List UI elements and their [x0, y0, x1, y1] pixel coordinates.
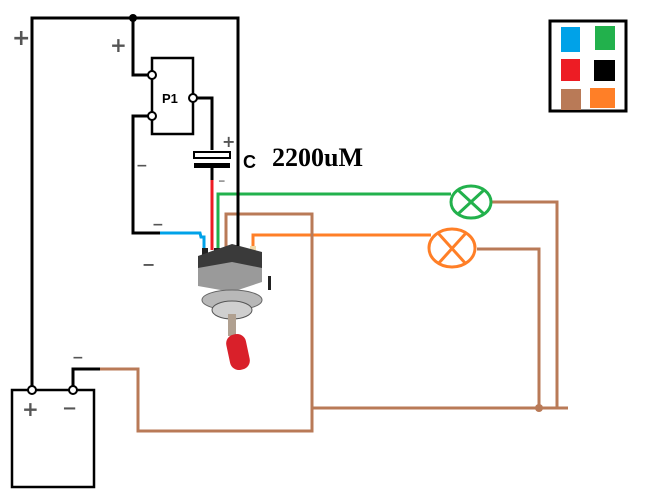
junction-dot: [129, 14, 137, 22]
switch-stem: [228, 314, 236, 336]
battery-minus-black: [71, 367, 100, 388]
green-wire: [216, 192, 451, 250]
legend-swatch-green: [595, 26, 615, 50]
battery-plus-terminal: [27, 385, 37, 395]
battery-minus-terminal: [68, 385, 78, 395]
tick-mark: [268, 276, 271, 290]
p1-wiper-wire: [197, 96, 214, 150]
legend-swatch-orange: [590, 88, 615, 108]
top-left-plus-sign: +: [12, 26, 30, 51]
battery-plus-sign: +: [22, 397, 39, 421]
brown-switch-wire: [224, 212, 568, 410]
colored-wires: [100, 180, 568, 433]
black-wires: [30, 16, 240, 388]
blue-wire: [160, 231, 206, 252]
capacitor: + − C 2200uM: [193, 132, 363, 187]
rail-plus-sign: +: [110, 33, 127, 57]
p1-bottom-wire: [131, 114, 160, 235]
capacitor-plate-negative: [194, 163, 230, 168]
battery: + −: [10, 385, 96, 489]
orange-lamp: [427, 227, 477, 269]
capacitor-plate-positive: [193, 151, 231, 159]
battery-wire-minus-sign: −: [72, 350, 84, 366]
legend-swatch-blue: [561, 27, 580, 52]
brown-orange-lamp-return: [477, 247, 541, 408]
capacitor-plus-sign: +: [222, 132, 235, 151]
p1-terminal-bottom: [147, 111, 157, 121]
toggle-switch[interactable]: [198, 244, 263, 372]
capacitor-label: C: [243, 152, 256, 172]
capacitor-minus-sign: −: [218, 177, 226, 187]
p1-terminal-top: [147, 70, 157, 80]
legend-swatch-brown: [561, 89, 581, 110]
legend-swatch-red: [561, 59, 580, 81]
legend-swatch-black: [594, 60, 615, 81]
green-lamp: [449, 184, 493, 220]
orange-wire: [251, 233, 431, 250]
switch-minus-sign: −: [142, 255, 155, 274]
p1-top-wire: [131, 18, 150, 77]
potentiometer-p1: P1: [147, 56, 198, 136]
capacitor-value: 2200uM: [272, 143, 363, 172]
p1-label: P1: [162, 91, 178, 106]
p1-minus-sign: −: [136, 158, 148, 174]
switch-lever[interactable]: [224, 332, 251, 371]
color-legend: [548, 19, 628, 113]
switch-body-front: [198, 262, 262, 292]
brown-green-lamp-return: [492, 200, 559, 408]
blue-minus-sign: −: [152, 217, 164, 233]
battery-minus-sign: −: [62, 398, 77, 419]
brown-junction-dot: [535, 404, 543, 412]
brown-battery-wire: [100, 367, 314, 433]
switch-pin-1: [202, 248, 208, 258]
p1-terminal-wiper: [188, 93, 198, 103]
